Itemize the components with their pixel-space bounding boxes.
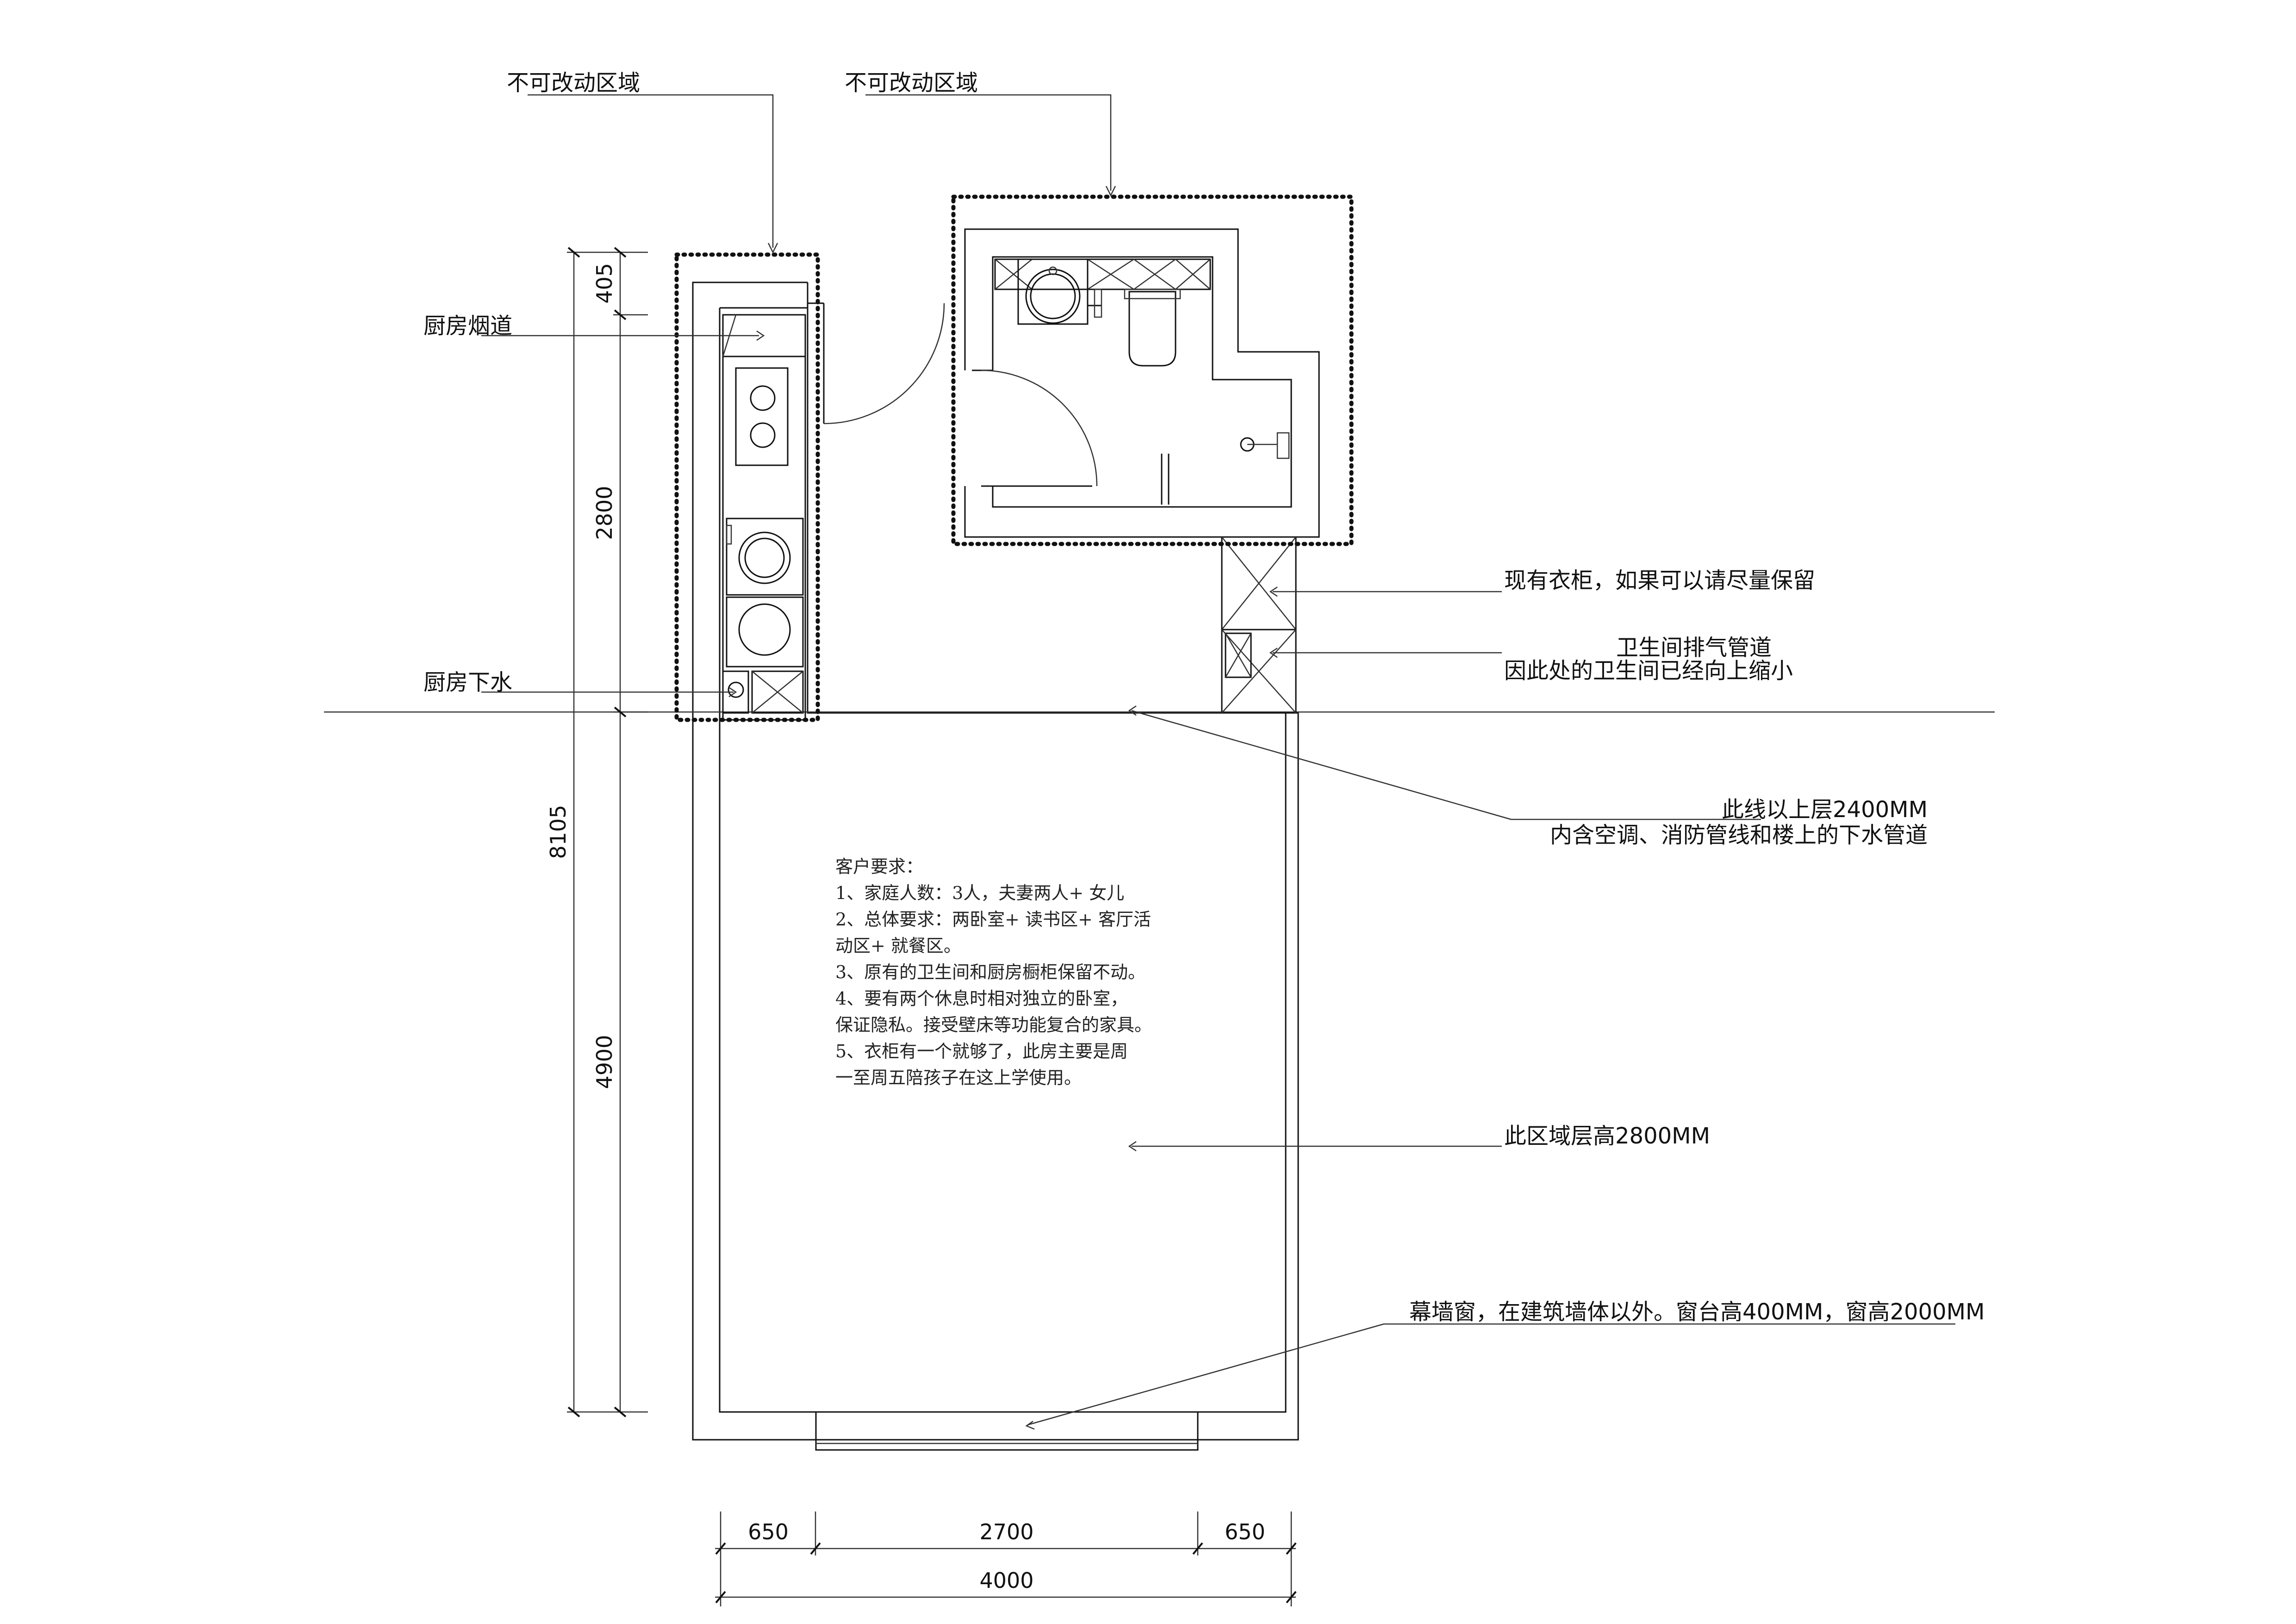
dim-h-650-right: 650	[1225, 1519, 1265, 1544]
dim-v-405: 405	[592, 263, 617, 304]
dim-v-4900: 4900	[592, 1035, 617, 1089]
req-line: 保证隐私。接受壁床等功能复合的家具。	[835, 1015, 1152, 1035]
label-wardrobe: 现有衣柜，如果可以请尽量保留	[1504, 568, 1815, 593]
req-line: 客户要求：	[835, 856, 923, 877]
washing-machine-icon	[726, 518, 804, 596]
curtain-wall-window	[815, 1411, 1199, 1451]
req-line: 1、家庭人数：3人，夫妻两人+ 女儿	[835, 883, 1124, 903]
dim-h-650-left: 650	[748, 1519, 789, 1544]
req-line: 4、要有两个休息时相对独立的卧室，	[835, 988, 1128, 1009]
dim-h-4000: 4000	[979, 1568, 1033, 1593]
label-zone-height: 此区域层高2800MM	[1504, 1123, 1710, 1149]
label-kitchen-drain: 厨房下水	[423, 669, 512, 695]
cooktop-icon	[735, 367, 789, 466]
label-bath-vent-2: 因此处的卫生间已经向上缩小	[1504, 658, 1793, 684]
dimension-lines	[567, 247, 1297, 1606]
fixed-zone-kitchen	[674, 252, 820, 722]
toilet-icon	[1124, 288, 1181, 367]
label-fixed-zone-right: 不可改动区域	[845, 70, 978, 96]
label-kitchen-flue: 厨房烟道	[423, 313, 512, 339]
label-bath-vent-1: 卫生间排气管道	[1616, 635, 1772, 661]
label-line-above-2: 内含空调、消防管线和楼上的下水管道	[1550, 822, 1928, 848]
label-curtain-wall: 幕墙窗，在建筑墙体以外。窗台高400MM，窗高2000MM	[1409, 1299, 1985, 1325]
fixed-zone-bathroom	[951, 194, 1354, 546]
cabinet-box	[751, 670, 804, 714]
req-line: 动区+ 就餐区。	[835, 936, 961, 956]
req-line: 5、衣柜有一个就够了，此房主要是周	[835, 1041, 1128, 1062]
req-line: 一至周五陪孩子在这上学使用。	[835, 1068, 1082, 1088]
req-line: 3、原有的卫生间和厨房橱柜保留不动。	[835, 962, 1145, 982]
dim-v-2800: 2800	[592, 486, 617, 540]
vent-duct-icon	[1221, 629, 1297, 714]
kitchen-counter	[722, 314, 806, 721]
leader-lines	[481, 94, 1955, 1430]
shower-icon	[1161, 432, 1290, 505]
dryer-icon	[726, 596, 804, 668]
dim-v-8105: 8105	[546, 805, 571, 859]
req-line: 2、总体要求：两卧室+ 读书区+ 客厅活	[835, 909, 1151, 930]
client-requirements: 客户要求： 1、家庭人数：3人，夫妻两人+ 女儿 2、总体要求：两卧室+ 读书区…	[835, 856, 1152, 1088]
vanity-counter-icon	[994, 258, 1211, 290]
sink-icon	[1017, 258, 1089, 325]
main-walls	[692, 281, 1299, 1441]
label-fixed-zone-left: 不可改动区域	[507, 70, 640, 96]
wardrobe-icon	[1221, 536, 1297, 631]
kitchen-door	[808, 302, 945, 425]
bathroom	[964, 228, 1320, 538]
label-line-above-1: 此线以上层2400MM	[1722, 797, 1928, 823]
dim-h-2700: 2700	[979, 1519, 1033, 1544]
